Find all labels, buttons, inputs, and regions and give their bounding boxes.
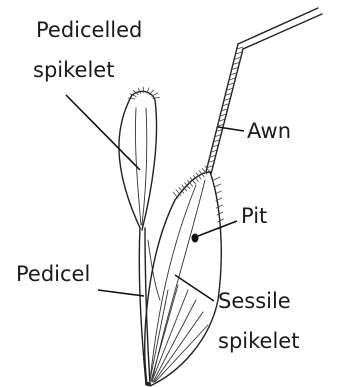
label-sessile-spikelet-line2: spikelet <box>218 329 299 354</box>
awn <box>205 8 322 174</box>
spikelet-base <box>145 382 151 386</box>
label-pedicel: Pedicel <box>16 262 90 287</box>
label-pedicelled-spikelet-line2: spikelet <box>33 58 114 83</box>
label-pedicelled-spikelet-line1: Pedicelled <box>36 18 142 43</box>
sessile-spikelet <box>145 166 224 386</box>
leader-pedicel <box>98 290 144 296</box>
label-pit: Pit <box>241 204 267 229</box>
pedicelled-spikelet <box>119 87 160 230</box>
leader-sessile-spikelet <box>175 275 214 301</box>
leader-pedicelled-spikelet <box>66 95 140 170</box>
pit-mark <box>192 234 199 243</box>
label-sessile-spikelet-line1: Sessile <box>218 289 291 314</box>
leader-pit <box>198 221 237 236</box>
label-awn: Awn <box>247 119 291 144</box>
